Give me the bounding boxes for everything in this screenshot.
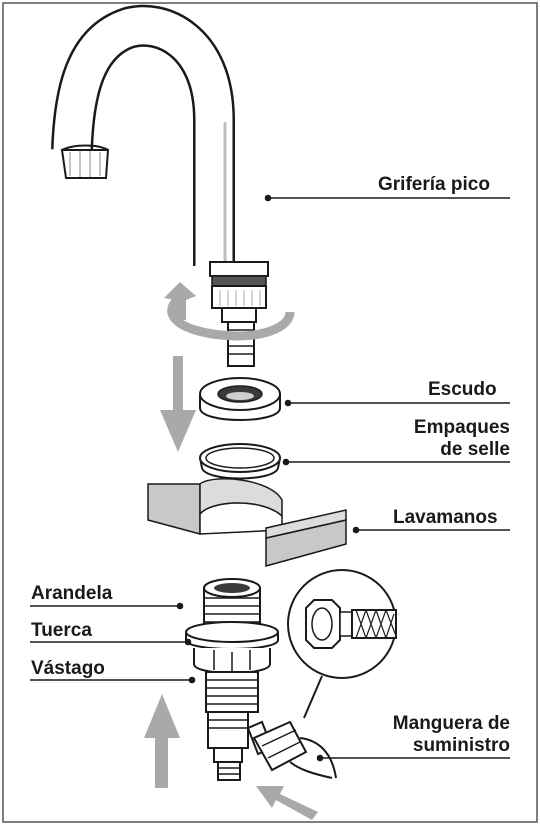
- leader-lines: [30, 194, 510, 762]
- gasket-ring: [199, 443, 281, 480]
- rotation-arrow-icon: [164, 282, 295, 341]
- supply-hose: [252, 720, 337, 779]
- label-griferia-pico: Grifería pico: [378, 174, 490, 195]
- stem-assembly: [185, 578, 279, 781]
- label-empaques-line1: Empaques: [413, 417, 510, 438]
- label-tuerca: Tuerca: [31, 620, 92, 641]
- up-arrow-icon: [144, 694, 180, 788]
- hose-nut-inset: [287, 569, 397, 719]
- label-manguera-line2: suministro: [412, 735, 510, 756]
- label-manguera-line1: Manguera de: [392, 713, 510, 734]
- spout-faucet: [51, 4, 269, 367]
- label-vastago: Vástago: [31, 658, 105, 679]
- label-escudo: Escudo: [428, 379, 497, 400]
- sink-slab: [147, 478, 347, 567]
- label-arandela: Arandela: [31, 583, 113, 604]
- label-lavamanos: Lavamanos: [393, 507, 498, 528]
- down-arrow-icon: [160, 356, 196, 452]
- label-empaques-line2: de selle: [440, 439, 510, 460]
- escudo-ring: [199, 377, 281, 421]
- diagonal-arrow-icon: [256, 786, 318, 820]
